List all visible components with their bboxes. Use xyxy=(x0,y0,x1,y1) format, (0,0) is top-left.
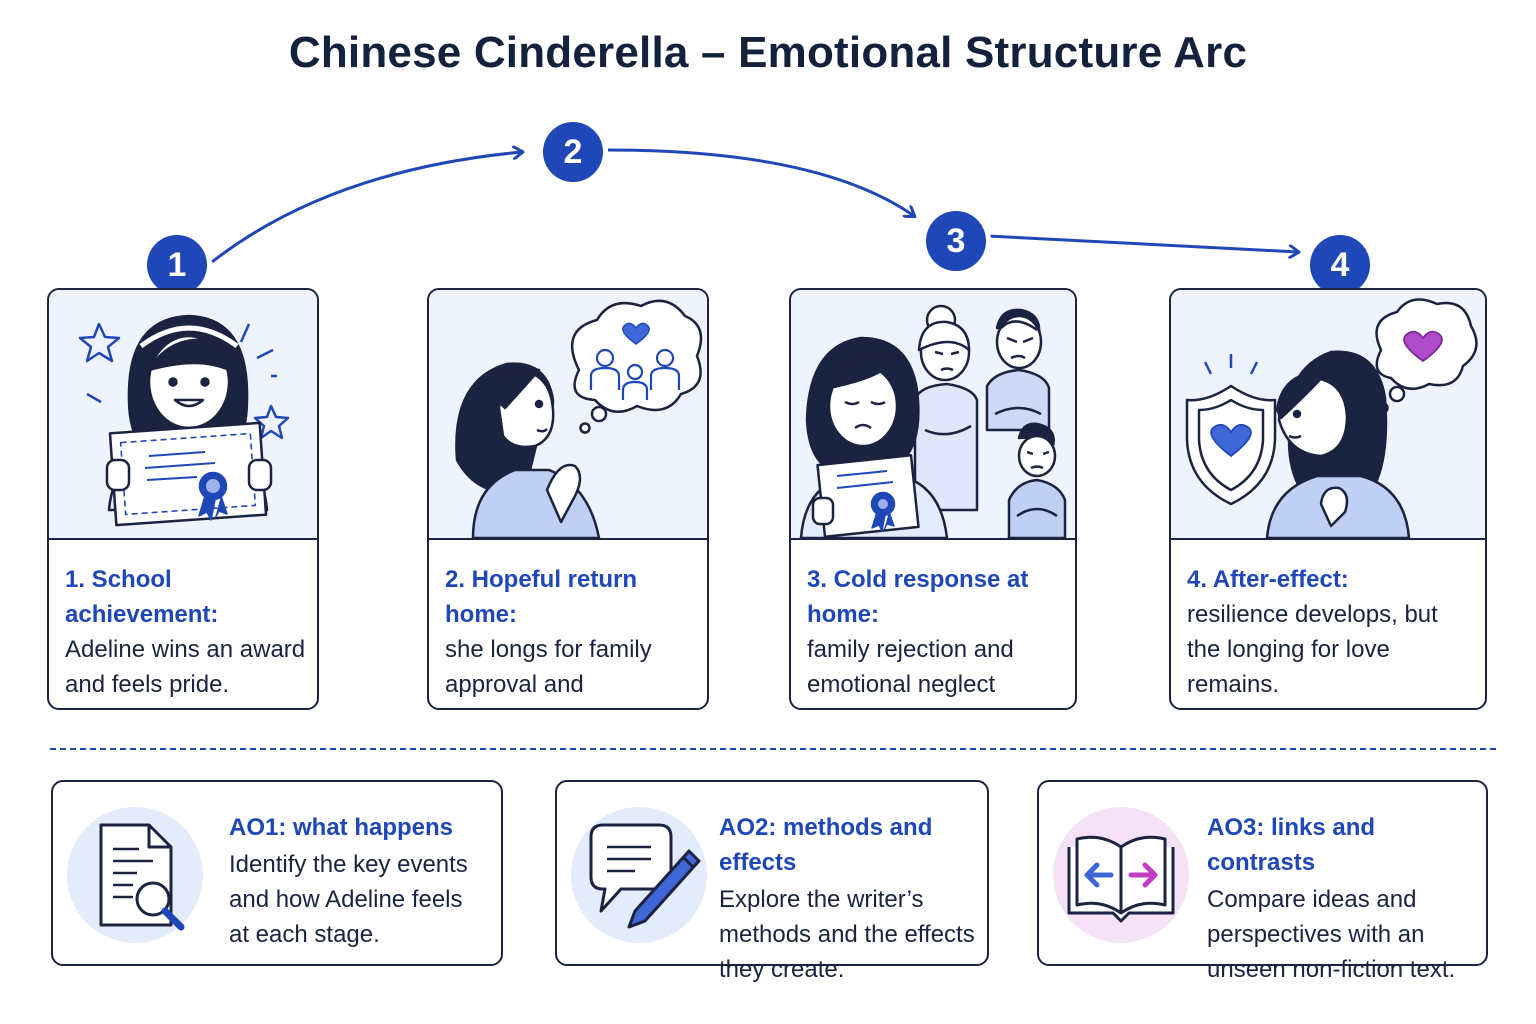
arc-connectors xyxy=(211,0,1536,264)
stage-heading: 4. After-effect: xyxy=(1187,566,1349,593)
stage-card-1: 1. School achievement: Adeline wins an a… xyxy=(47,288,319,710)
hopeful-girl-illustration xyxy=(429,290,707,540)
ao-heading: AO2: methods and effects xyxy=(719,814,933,876)
stage-heading: 1. School achievement: xyxy=(65,566,219,628)
ao1-box: AO1: what happens Identify the key event… xyxy=(51,780,503,966)
ao-body: Explore the writer’s methods and the eff… xyxy=(719,886,975,983)
stage-text-2: 2. Hopeful return home: she longs for fa… xyxy=(445,562,697,708)
heart-icon xyxy=(1403,330,1443,362)
stage-heading: 3. Cold response at home: xyxy=(807,566,1029,628)
resilient-girl-illustration xyxy=(1171,290,1485,540)
arc-arrow-1-2 xyxy=(211,152,522,264)
ao-body: Compare ideas and perspectives with an u… xyxy=(1207,886,1456,983)
thought-bubble-icon xyxy=(570,299,703,413)
heart-icon xyxy=(1210,423,1252,457)
heart-icon xyxy=(622,322,650,345)
arc-arrow-2-3 xyxy=(607,148,914,216)
arc-arrow-3-4 xyxy=(987,234,1298,252)
stage-card-2: 2. Hopeful return home: she longs for fa… xyxy=(427,288,709,710)
open-book-arrows-icon xyxy=(1053,807,1189,943)
stage-body: resilience develops, but the longing for… xyxy=(1187,601,1438,698)
star-icon xyxy=(253,404,290,440)
cold-family-illustration xyxy=(791,290,1075,540)
stage-body: family rejection and emotional neglect c… xyxy=(807,636,1014,708)
stage-card-4: 4. After-effect: resilience develops, bu… xyxy=(1169,288,1487,710)
stage-badge-2: 2 xyxy=(543,122,603,182)
stage-text-3: 3. Cold response at home: family rejecti… xyxy=(807,562,1065,708)
stage-text-4: 4. After-effect: resilience develops, bu… xyxy=(1187,562,1475,702)
ao1-text: AO1: what happens Identify the key event… xyxy=(229,810,489,952)
family-icon xyxy=(589,348,681,400)
stage-text-1: 1. School achievement: Adeline wins an a… xyxy=(65,562,307,702)
girl-with-award-illustration xyxy=(49,290,317,540)
section-divider xyxy=(50,748,1496,750)
page-title: Chinese Cinderella – Emotional Structure… xyxy=(288,28,1248,77)
star-icon xyxy=(78,322,121,363)
stage-body: she longs for family approval and belong… xyxy=(445,636,652,708)
ao3-box: AO3: links and contrasts Compare ideas a… xyxy=(1037,780,1488,983)
ao-body: Identify the key events and how Adeline … xyxy=(229,851,468,948)
ao2-text: AO2: methods and effects Explore the wri… xyxy=(719,810,975,987)
stage-heading: 2. Hopeful return home: xyxy=(445,566,638,628)
ao-heading: AO3: links and contrasts xyxy=(1207,814,1376,876)
speech-pencil-icon xyxy=(571,807,707,943)
stage-body: Adeline wins an award and feels pride. xyxy=(65,636,306,698)
ao3-text: AO3: links and contrasts Compare ideas a… xyxy=(1207,810,1474,987)
stage-badge-1: 1 xyxy=(147,235,207,295)
stage-badge-4: 4 xyxy=(1310,235,1370,295)
ao2-box: AO2: methods and effects Explore the wri… xyxy=(555,780,989,983)
ao-heading: AO1: what happens xyxy=(229,814,454,841)
document-search-icon xyxy=(67,807,203,943)
stage-badge-3: 3 xyxy=(926,211,986,271)
stage-card-3: 3. Cold response at home: family rejecti… xyxy=(789,288,1077,710)
